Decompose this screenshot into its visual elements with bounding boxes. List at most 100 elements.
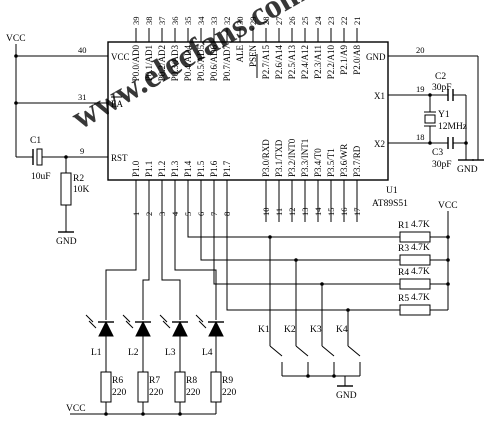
svg-text:R5: R5	[398, 294, 409, 304]
svg-text:4.7K: 4.7K	[411, 267, 430, 277]
svg-text:35: 35	[183, 17, 193, 26]
svg-text:K2: K2	[284, 325, 296, 335]
svg-text:9: 9	[80, 146, 84, 156]
svg-text:ALE: ALE	[235, 45, 245, 63]
svg-text:38: 38	[144, 17, 154, 26]
svg-text:L4: L4	[202, 348, 213, 358]
svg-text:220: 220	[112, 388, 127, 398]
svg-text:P1.5: P1.5	[196, 160, 206, 177]
chip-ref: U1	[386, 186, 398, 196]
svg-text:PSEN: PSEN	[248, 45, 258, 68]
svg-text:GND: GND	[56, 237, 77, 247]
svg-text:28: 28	[261, 17, 271, 26]
led-l1: L1	[85, 314, 114, 358]
svg-text:30pF: 30pF	[432, 160, 452, 170]
svg-text:P1.7: P1.7	[222, 160, 232, 177]
svg-text:P3.2/INT0: P3.2/INT0	[287, 138, 297, 177]
svg-text:4.7K: 4.7K	[411, 220, 430, 230]
svg-text:37: 37	[157, 17, 167, 26]
svg-text:L2: L2	[128, 348, 139, 358]
svg-text:R6: R6	[112, 376, 123, 386]
svg-text:X1: X1	[374, 91, 385, 101]
svg-text:P2.7/A15: P2.7/A15	[261, 45, 271, 80]
svg-text:P3.1/TXD: P3.1/TXD	[274, 139, 284, 177]
bottom-pin-numbers: 1 2 3 4 5 6 7 8 10 11 12 13 14 15 16 17	[131, 207, 362, 216]
svg-text:40: 40	[78, 45, 87, 55]
svg-text:30pF: 30pF	[432, 83, 452, 93]
led-l2: L2	[122, 314, 151, 358]
svg-text:13: 13	[300, 208, 310, 217]
svg-text:18: 18	[416, 132, 425, 142]
led-l3: L3	[159, 314, 188, 358]
svg-text:30: 30	[235, 17, 245, 26]
svg-text:R8: R8	[186, 376, 197, 386]
svg-text:L3: L3	[165, 348, 176, 358]
svg-text:39: 39	[131, 17, 141, 26]
svg-text:16: 16	[339, 208, 349, 217]
svg-text:17: 17	[352, 208, 362, 217]
chip-body	[107, 41, 389, 181]
svg-text:P3.3/INT1: P3.3/INT1	[300, 139, 310, 177]
svg-text:Y1: Y1	[438, 110, 450, 120]
svg-text:27: 27	[274, 17, 284, 26]
svg-text:10K: 10K	[73, 185, 90, 195]
svg-text:33: 33	[209, 17, 219, 26]
svg-text:22: 22	[339, 17, 349, 26]
svg-text:P3.0/RXD: P3.0/RXD	[261, 139, 271, 177]
svg-text:21: 21	[352, 17, 362, 26]
svg-text:24: 24	[313, 16, 323, 25]
svg-text:C2: C2	[435, 72, 446, 82]
svg-text:VCC: VCC	[111, 52, 130, 62]
svg-text:12: 12	[287, 208, 297, 217]
svg-text:R7: R7	[149, 376, 160, 386]
key-circuit: VCC R1 4.7K R3 4.7K R4 4.7K R5 4.7K	[187, 200, 458, 401]
svg-text:15: 15	[326, 208, 336, 217]
svg-text:X2: X2	[374, 139, 385, 149]
svg-text:R2: R2	[73, 174, 84, 184]
svg-text:11: 11	[274, 208, 284, 216]
svg-text:P0.2/AD2: P0.2/AD2	[157, 45, 167, 81]
svg-text:P0.5/AD5: P0.5/AD5	[196, 45, 206, 82]
svg-text:P0.3/AD3: P0.3/AD3	[170, 45, 180, 82]
svg-text:P0.0/AD0: P0.0/AD0	[131, 45, 141, 82]
svg-text:P0.6/AD6: P0.6/AD6	[209, 45, 219, 82]
power-reset-circuit: VCC C1 10uF R2 10K GND	[6, 34, 90, 247]
svg-text:C3: C3	[432, 148, 443, 158]
svg-text:12MHz: 12MHz	[438, 122, 467, 132]
svg-text:GND: GND	[457, 165, 478, 175]
svg-text:P0.1/AD1: P0.1/AD1	[144, 45, 154, 81]
svg-text:P3.7/RD: P3.7/RD	[352, 145, 362, 177]
top-pin-stubs	[135, 28, 358, 42]
svg-text:R1: R1	[398, 221, 409, 231]
svg-text:C1: C1	[30, 136, 41, 146]
led-circuit: L1 L2 L3 L4 R6 220	[66, 200, 237, 416]
left-pins: 40 VCC 31 EA 9 RST	[40, 45, 130, 163]
svg-text:RST: RST	[111, 153, 128, 163]
svg-text:P3.5/T1: P3.5/T1	[326, 148, 336, 177]
bottom-pin-names: P1.0 P1.1 P1.2 P1.3 P1.4 P1.5 P1.6 P1.7 …	[131, 138, 362, 177]
bottom-pin-stubs	[135, 180, 358, 222]
svg-text:31: 31	[78, 92, 87, 102]
svg-text:14: 14	[313, 207, 323, 216]
svg-text:P2.5/A13: P2.5/A13	[287, 45, 297, 80]
top-pin-numbers: 39 38 37 36 35 34 33 32 30 29 28 27 26 2…	[131, 16, 362, 25]
svg-text:P0.7/AD7: P0.7/AD7	[222, 45, 232, 82]
svg-text:P1.6: P1.6	[209, 160, 219, 177]
svg-text:25: 25	[300, 17, 310, 26]
chip-part: AT89S51	[372, 199, 408, 209]
svg-text:34: 34	[196, 16, 206, 25]
svg-text:36: 36	[170, 17, 180, 26]
svg-text:P3.4/T0: P3.4/T0	[313, 148, 323, 177]
svg-text:P3.6/WR: P3.6/WR	[339, 144, 349, 177]
svg-text:R9: R9	[222, 376, 233, 386]
crystal-circuit: C2 30pF C3 30pF Y1 12MHz GND	[424, 56, 484, 175]
svg-text:10uF: 10uF	[31, 172, 51, 182]
svg-text:R3: R3	[398, 244, 409, 254]
svg-text:P1.1: P1.1	[144, 161, 154, 177]
svg-text:4.7K: 4.7K	[411, 243, 430, 253]
svg-text:EA: EA	[111, 99, 123, 109]
svg-text:K3: K3	[310, 325, 322, 335]
svg-text:P1.2: P1.2	[157, 161, 167, 177]
right-pins: 20 GND 19 X1 18 X2	[366, 45, 478, 149]
